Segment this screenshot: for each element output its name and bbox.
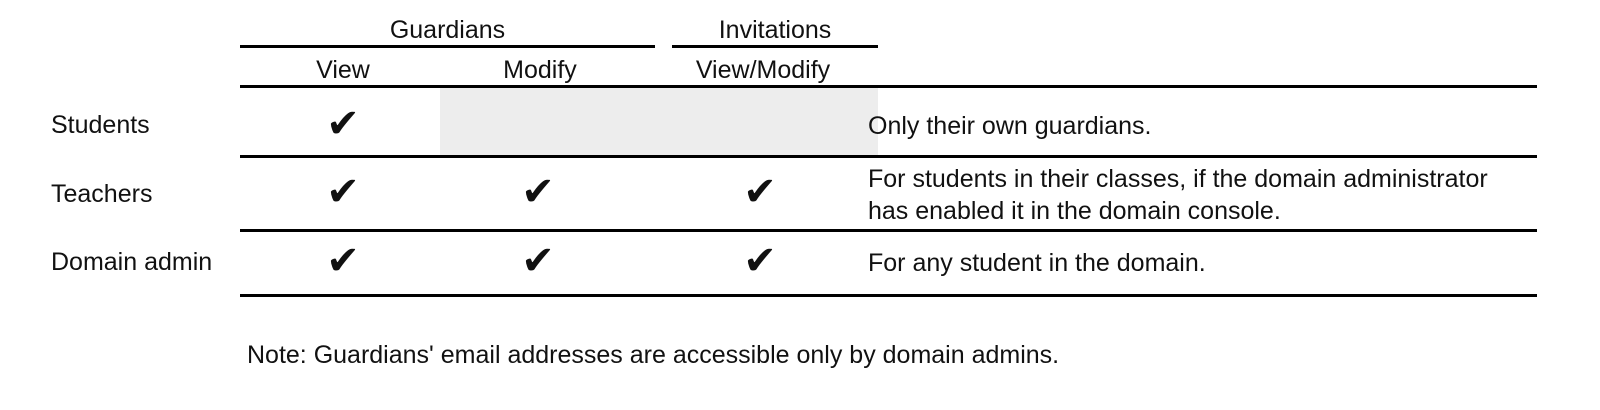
row-description-teachers: For students in their classes, if the do… bbox=[868, 165, 1488, 225]
column-header-invitations-view-modify: View/Modify bbox=[695, 56, 831, 84]
rule-under-invitations-group bbox=[672, 45, 878, 48]
check-mark-icon-domain-admin-guardians-modify: ✔ bbox=[521, 238, 555, 284]
rule-under-teachers-row bbox=[240, 229, 1537, 232]
column-header-guardians-modify: Modify bbox=[503, 56, 577, 84]
row-header-teachers: Teachers bbox=[51, 180, 153, 208]
rule-under-students-row bbox=[240, 155, 1537, 158]
check-mark-icon-domain-admin-guardians-view: ✔ bbox=[326, 238, 360, 284]
row-description-domain-admin: For any student in the domain. bbox=[868, 249, 1206, 277]
column-group-header-guardians: Guardians bbox=[389, 16, 506, 44]
row-description-students: Only their own guardians. bbox=[868, 112, 1152, 140]
column-group-header-invitations: Invitations bbox=[718, 16, 832, 44]
rule-under-column-headers bbox=[240, 85, 1537, 88]
check-mark-icon-teachers-guardians-modify: ✔ bbox=[521, 169, 555, 215]
table-footnote: Note: Guardians' email addresses are acc… bbox=[247, 341, 1060, 369]
check-mark-icon-students-guardians-view: ✔ bbox=[326, 101, 360, 147]
check-mark-icon-teachers-invitations: ✔ bbox=[743, 169, 777, 215]
rule-table-bottom bbox=[240, 294, 1537, 297]
row-header-students: Students bbox=[51, 111, 150, 139]
rule-under-guardians-group bbox=[240, 45, 655, 48]
column-header-guardians-view: View bbox=[316, 56, 370, 84]
check-mark-icon-domain-admin-invitations: ✔ bbox=[743, 238, 777, 284]
row-header-domain-admin: Domain admin bbox=[51, 248, 213, 276]
cell-shaded-students-guardians-modify bbox=[440, 88, 878, 155]
check-mark-icon-teachers-guardians-view: ✔ bbox=[326, 169, 360, 215]
